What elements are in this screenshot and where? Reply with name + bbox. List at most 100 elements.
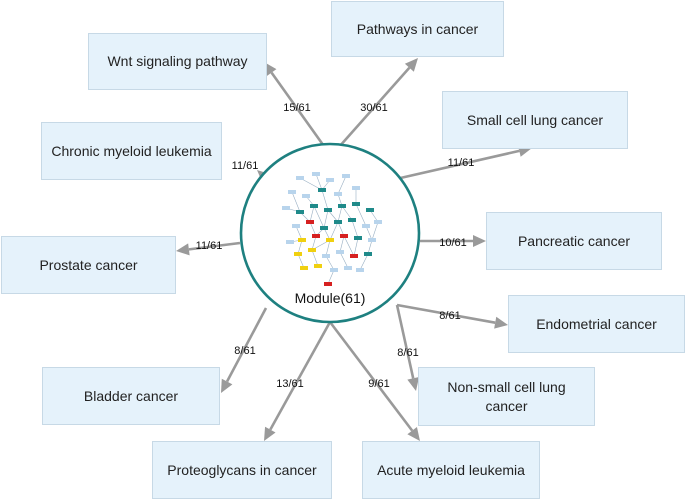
box-prostate: Prostate cancer (1, 236, 176, 294)
edge-label-sclc: 11/61 (448, 157, 475, 169)
network-edge (343, 235, 355, 257)
arrowhead-pathways (404, 58, 418, 72)
box-nsclc: Non-small cell lung cancer (418, 367, 595, 426)
arrowhead-prostate (176, 243, 190, 256)
network-edge (325, 239, 331, 257)
network-edge (341, 205, 353, 221)
network-node (308, 248, 316, 252)
box-endometrial: Endometrial cancer (508, 295, 685, 353)
network-node (282, 206, 290, 210)
edge-label-pancreatic: 10/61 (439, 237, 467, 249)
network-edge (337, 205, 343, 223)
network-edge (339, 251, 349, 269)
network-edge (359, 253, 369, 271)
edge-label-aml: 9/61 (368, 378, 389, 390)
network-node (288, 190, 296, 194)
network-node (366, 208, 374, 212)
network-node (312, 172, 320, 176)
network-node (368, 238, 376, 242)
edge-label-prostate: 11/61 (196, 240, 223, 252)
network-node (340, 234, 348, 238)
edge-label-nsclc: 8/61 (397, 347, 418, 359)
box-aml: Acute myeloid leukemia (362, 441, 540, 499)
network-edge (297, 253, 305, 269)
arrow-wnt (270, 71, 333, 157)
network-edge (321, 189, 329, 211)
network-node (326, 238, 334, 242)
network-node (324, 282, 332, 286)
network-node (336, 250, 344, 254)
network-edge (323, 209, 329, 229)
network-node (294, 252, 302, 256)
arrowhead-wnt (264, 62, 277, 77)
network-node (296, 176, 304, 180)
network-node (356, 268, 364, 272)
network-edge (297, 239, 303, 255)
network-node (324, 208, 332, 212)
network-node (338, 204, 346, 208)
network-node (350, 254, 358, 258)
box-bladder: Bladder cancer (42, 367, 220, 425)
box-sclc: Small cell lung cancer (442, 91, 628, 149)
arrow-nsclc (395, 304, 415, 379)
network-edge (355, 203, 367, 227)
box-pathways: Pathways in cancer (331, 1, 504, 57)
network-node (326, 178, 334, 182)
network-edge (325, 255, 335, 271)
arrow-pathways (330, 66, 411, 157)
arrow-sclc (395, 149, 520, 181)
network-node (318, 188, 326, 192)
network-node (344, 266, 352, 270)
network-edge (313, 205, 325, 229)
network-edge (337, 221, 345, 237)
network-node (306, 220, 314, 224)
network-node (310, 204, 318, 208)
arrowhead-pancreatic (473, 235, 486, 247)
network-node (364, 252, 372, 256)
network-node (330, 268, 338, 272)
box-proteoglycans: Proteoglycans in cancer (152, 441, 332, 499)
edge-label-bladder: 8/61 (234, 345, 255, 357)
network-node (374, 220, 382, 224)
network-edge (311, 249, 319, 267)
network-node (312, 234, 320, 238)
arrow-endometrial (396, 303, 496, 324)
box-pancreatic: Pancreatic cancer (486, 212, 662, 270)
network-node (292, 224, 300, 228)
network-node (348, 218, 356, 222)
arrows-layer (176, 58, 532, 441)
arrow-aml (328, 321, 414, 432)
arrow-proteoglycans (269, 321, 332, 431)
arrowhead-endometrial (494, 316, 508, 329)
network-edge (351, 219, 359, 239)
edge-label-proteoglycans: 13/61 (276, 378, 304, 390)
network-edge (365, 225, 373, 241)
network-node (302, 194, 310, 198)
module-label: Module(61) (294, 290, 366, 306)
network-node (298, 238, 306, 242)
box-wnt: Wnt signaling pathway (88, 33, 267, 90)
network-node (352, 186, 360, 190)
network-edge (353, 237, 359, 257)
arrowhead-nsclc (407, 377, 420, 391)
network-edge (371, 221, 379, 241)
edge-label-wnt: 15/61 (283, 102, 311, 114)
edge-label-endometrial: 8/61 (439, 310, 460, 322)
arrowhead-proteoglycans (264, 426, 276, 441)
arrowhead-bladder (221, 378, 233, 393)
arrowhead-aml (407, 427, 420, 441)
network-edge (309, 205, 315, 223)
network-node (342, 174, 350, 178)
box-cml: Chronic myeloid leukemia (41, 122, 222, 180)
network-edge (295, 225, 303, 241)
network-node (362, 224, 370, 228)
network-edge (327, 269, 335, 285)
module-network (282, 172, 382, 286)
network-edge (309, 221, 317, 237)
network-edge (315, 173, 323, 191)
network-node (286, 240, 294, 244)
network-node (334, 192, 342, 196)
network-edge (311, 235, 317, 251)
network-edge (367, 239, 373, 255)
